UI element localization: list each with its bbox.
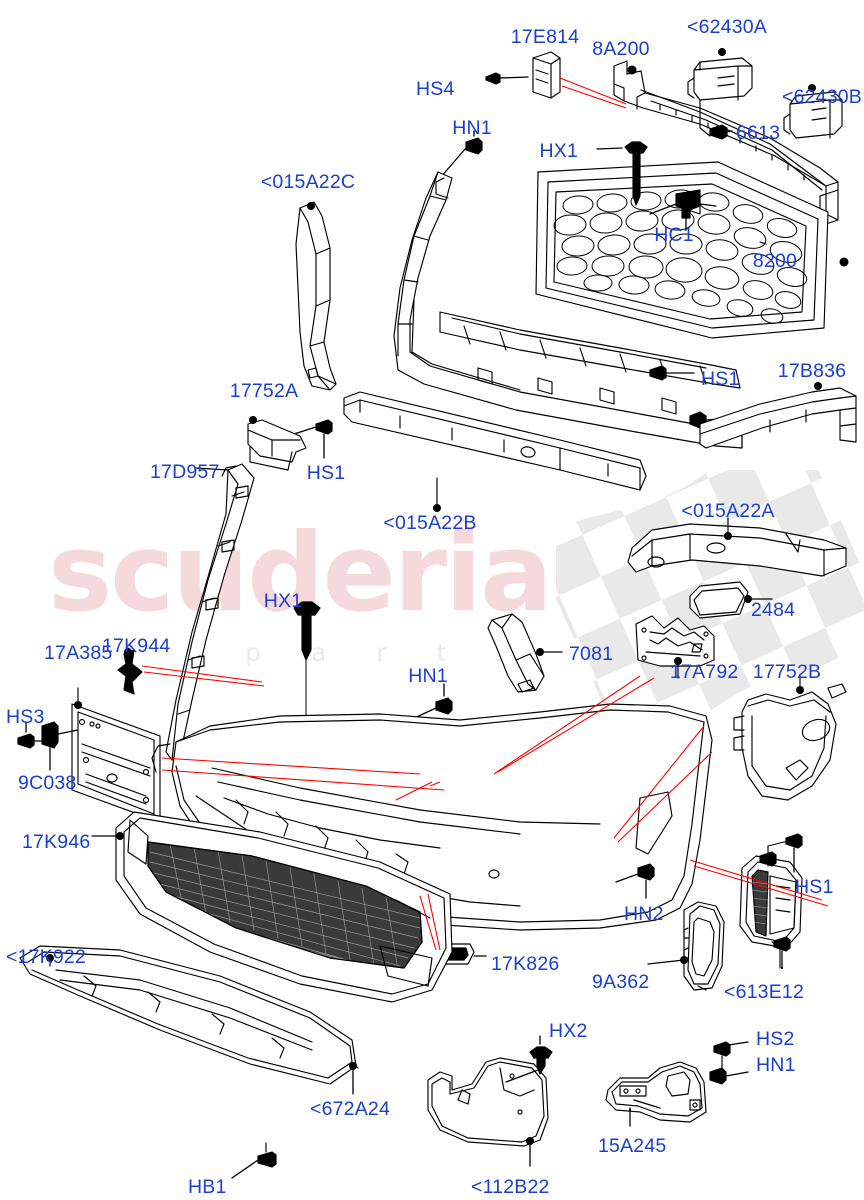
part-2484 xyxy=(689,581,773,619)
part-015A22C xyxy=(295,201,337,391)
part-015A22B xyxy=(343,391,647,512)
part-17752A xyxy=(247,416,307,471)
callout-label-9A362[interactable]: 9A362 xyxy=(592,971,650,993)
part-672A24 xyxy=(349,1061,359,1095)
part-HN2 xyxy=(615,863,655,899)
part-7081 xyxy=(487,613,563,693)
callout-label-672A24[interactable]: <672A24 xyxy=(310,1098,391,1120)
callout-label-17K946[interactable]: 17K946 xyxy=(22,831,91,853)
part-6613 xyxy=(699,99,733,140)
part-HC1 xyxy=(649,189,701,231)
part-62430A xyxy=(687,48,753,101)
part-17A385 xyxy=(71,687,161,823)
callout-label-17K826[interactable]: 17K826 xyxy=(491,953,560,975)
callout-label-HN1-bot[interactable]: HN1 xyxy=(756,1054,796,1076)
part-17752B xyxy=(733,673,847,801)
part-HN1-top xyxy=(439,130,483,179)
callout-label-HX2[interactable]: HX2 xyxy=(549,1020,588,1042)
callout-label-HN1-top[interactable]: HN1 xyxy=(452,117,492,139)
callout-label-8A200[interactable]: 8A200 xyxy=(592,38,650,60)
callout-label-7081[interactable]: 7081 xyxy=(569,643,614,665)
part-HS3 xyxy=(17,721,45,749)
callout-label-62430B[interactable]: <62430B xyxy=(781,86,863,108)
callout-label-HB1[interactable]: HB1 xyxy=(188,1176,227,1198)
callout-label-17D957[interactable]: 17D957 xyxy=(150,461,220,483)
callout-label-17752A[interactable]: 17752A xyxy=(229,380,299,402)
callout-label-62430A[interactable]: <62430A xyxy=(686,16,768,38)
part-62430B xyxy=(783,84,843,139)
part-HS1-b xyxy=(649,365,695,381)
callout-label-8200[interactable]: 8200 xyxy=(752,250,798,272)
callout-label-HS2[interactable]: HS2 xyxy=(756,1028,795,1050)
part-HN1-mid xyxy=(409,683,453,721)
callout-label-17752B[interactable]: 17752B xyxy=(752,661,822,683)
part-17A792 xyxy=(635,615,715,679)
part-8200 xyxy=(535,161,849,339)
callout-label-613E12[interactable]: <613E12 xyxy=(724,981,805,1003)
part-9C038 xyxy=(41,721,79,771)
callout-label-9C038[interactable]: 9C038 xyxy=(18,772,77,794)
callout-label-17B836[interactable]: 17B836 xyxy=(777,360,847,382)
callout-label-6613[interactable]: 6613 xyxy=(736,122,781,144)
part-613E12 xyxy=(739,855,803,970)
callout-label-HN2[interactable]: HN2 xyxy=(624,903,664,925)
callout-label-HC1[interactable]: HC1 xyxy=(654,224,694,246)
part-HS1-a xyxy=(293,419,333,459)
callout-label-17K922[interactable]: <17K922 xyxy=(6,946,87,968)
part-17B836 xyxy=(699,382,857,449)
part-015A22A xyxy=(627,517,847,577)
part-HB1 xyxy=(231,1142,277,1179)
part-HX2 xyxy=(505,1035,553,1083)
part-9A362 xyxy=(647,901,725,991)
part-HX1-mid xyxy=(293,601,321,731)
part-HS4 xyxy=(485,72,529,85)
part-17K944 xyxy=(117,647,143,695)
callout-label-17K944[interactable]: 17K944 xyxy=(102,635,171,657)
callout-label-17A792[interactable]: 17A792 xyxy=(670,661,739,683)
callout-label-HS1-a[interactable]: HS1 xyxy=(306,462,346,484)
part-8A200 xyxy=(613,60,839,227)
part-HS1-c xyxy=(759,833,803,873)
callout-label-17A385[interactable]: 17A385 xyxy=(44,642,113,664)
callout-label-15A245[interactable]: 15A245 xyxy=(598,1135,667,1157)
assembly-relation-lines xyxy=(141,77,829,951)
part-112B22 xyxy=(427,1057,549,1167)
callout-label-015A22C[interactable]: <015A22C xyxy=(260,171,356,193)
callout-label-17E814[interactable]: 17E814 xyxy=(510,26,580,48)
callout-label-HS1-c[interactable]: HS1 xyxy=(795,876,834,898)
callout-label-HS3[interactable]: HS3 xyxy=(6,706,45,728)
part-17D957 xyxy=(165,463,255,761)
part-15A245 xyxy=(605,1041,749,1127)
callout-label-2484[interactable]: 2484 xyxy=(751,599,796,621)
part-HX1-top xyxy=(596,141,648,206)
callout-label-112B22[interactable]: <112B22 xyxy=(471,1176,550,1198)
part-17K946 xyxy=(91,811,453,1003)
callout-label-015A22B[interactable]: <015A22B xyxy=(383,512,477,534)
callout-label-HX1-top[interactable]: HX1 xyxy=(539,140,578,162)
callout-label-HS1-b[interactable]: HS1 xyxy=(701,368,740,390)
callout-label-HX1-mid[interactable]: HX1 xyxy=(263,590,303,612)
callout-label-HS4[interactable]: HS4 xyxy=(416,78,455,100)
callout-label-015A22A[interactable]: <015A22A xyxy=(681,500,775,522)
callout-label-HN1-mid[interactable]: HN1 xyxy=(408,665,448,687)
part-17E814 xyxy=(532,51,561,99)
